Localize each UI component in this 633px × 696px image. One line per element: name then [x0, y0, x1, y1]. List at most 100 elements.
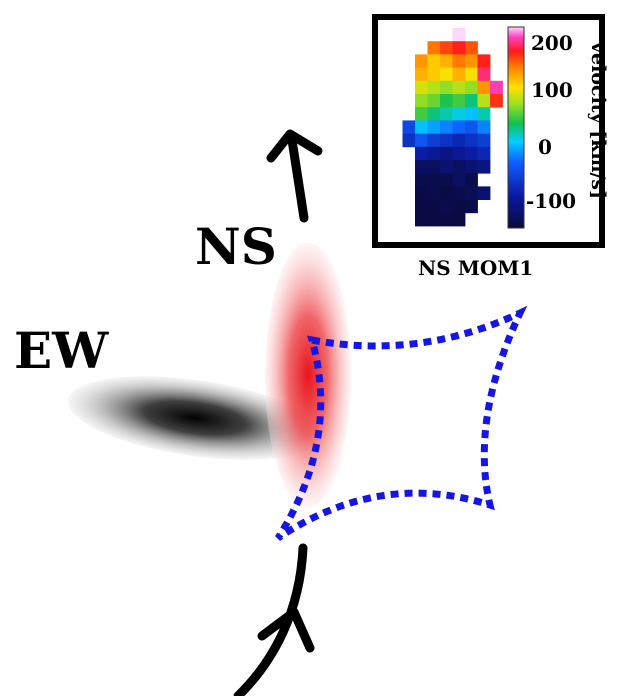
mom1-pixel	[427, 160, 441, 174]
colorbar	[507, 26, 525, 229]
mom1-pixel	[440, 41, 453, 55]
mom1-pixel	[402, 133, 416, 148]
mom1-pixel	[465, 94, 478, 108]
mom1-pixel	[427, 41, 441, 55]
mom1-pixel	[452, 80, 466, 95]
mom1-pixel	[427, 146, 441, 161]
mom1-pixel-map	[402, 28, 503, 227]
mom1-pixel	[465, 120, 478, 134]
mom1-pixel	[427, 94, 441, 108]
mom1-pixel	[427, 54, 441, 68]
mom1-pixel	[415, 120, 428, 134]
ns-label: NS	[195, 217, 277, 276]
mom1-pixel	[452, 28, 466, 42]
mom1-inset: 200 100 0 -100 velocity [km/s]	[372, 14, 609, 248]
mom1-pixel	[452, 120, 466, 134]
mom1-pixel	[465, 146, 478, 161]
mom1-pixel	[490, 94, 503, 108]
outgoing-orbit-arrow	[266, 129, 323, 223]
colorbar-title: velocity [km/s]	[587, 41, 609, 199]
mom1-pixel	[452, 107, 466, 121]
mom1-pixel	[440, 107, 453, 121]
mom1-pixel	[427, 120, 441, 134]
mom1-pixel	[477, 186, 491, 200]
mom1-pixel	[415, 80, 428, 95]
mom1-pixel	[440, 186, 453, 200]
mom1-pixel	[415, 107, 428, 121]
mom1-pixel	[452, 199, 466, 214]
mom1-pixel	[452, 94, 466, 108]
mom1-pixel	[452, 160, 466, 174]
colorbar-tick-labels: 200 100 0 -100	[526, 31, 576, 213]
mom1-pixel	[415, 54, 428, 68]
mom1-pixel	[440, 199, 453, 214]
mom1-pixel	[452, 54, 466, 68]
mom1-pixel	[477, 54, 491, 68]
colorbar-tick-200: 200	[531, 31, 573, 55]
mom1-pixel	[402, 120, 416, 134]
mom1-pixel	[452, 173, 466, 187]
mom1-pixel	[477, 133, 491, 148]
mom1-pixel	[465, 199, 478, 214]
mom1-pixel	[465, 41, 478, 55]
ew-cloud	[68, 376, 322, 460]
mom1-pixel	[477, 160, 491, 174]
mom1-pixel	[477, 94, 491, 108]
mom1-pixel	[440, 80, 453, 95]
dashed-square	[275, 305, 528, 541]
mom1-pixel	[465, 80, 478, 95]
mom1-pixel	[415, 212, 428, 227]
colorbar-tick-100: 100	[531, 78, 573, 102]
mom1-pixel	[427, 173, 441, 187]
mom1-pixel	[415, 94, 428, 108]
mom1-pixel	[440, 173, 453, 187]
mom1-pixel	[427, 212, 441, 227]
mom1-pixel	[415, 146, 428, 161]
mom1-pixel	[452, 133, 466, 148]
mom1-pixel	[415, 67, 428, 82]
ns-cloud	[265, 243, 351, 507]
outgoing-arrowhead-icon	[266, 129, 323, 163]
mom1-pixel	[427, 186, 441, 200]
mom1-pixel	[415, 173, 428, 187]
mom1-pixel	[415, 186, 428, 200]
ew-label: EW	[14, 321, 109, 380]
mom1-pixel	[477, 67, 491, 82]
mom1-pixel	[465, 67, 478, 82]
mom1-pixel	[465, 54, 478, 68]
mom1-pixel	[427, 133, 441, 148]
outgoing-orbit-path	[287, 135, 309, 223]
mom1-pixel	[440, 146, 453, 161]
mom1-pixel	[490, 80, 503, 95]
mom1-pixel	[465, 160, 478, 174]
mom1-pixel	[427, 199, 441, 214]
incoming-arrowhead-icon	[257, 607, 315, 653]
mom1-pixel	[415, 133, 428, 148]
mom1-pixel	[477, 120, 491, 134]
mom1-pixel	[452, 212, 466, 227]
mom1-pixel	[427, 67, 441, 82]
mom1-pixel	[477, 146, 491, 161]
mom1-pixel	[415, 199, 428, 214]
mom1-pixel	[465, 186, 478, 200]
mom1-pixel	[415, 160, 428, 174]
mom1-pixel	[477, 107, 491, 121]
mom1-pixel	[465, 173, 478, 187]
mom1-pixel	[440, 160, 453, 174]
mom1-pixel	[440, 120, 453, 134]
colorbar-tick-minus-100: -100	[526, 189, 576, 213]
mom1-pixel	[465, 133, 478, 148]
mom1-pixel	[427, 80, 441, 95]
mom1-pixel	[452, 41, 466, 55]
mom1-pixel	[452, 67, 466, 82]
mom1-pixel	[440, 67, 453, 82]
mom1-pixel	[427, 107, 441, 121]
mom1-pixel	[440, 94, 453, 108]
incoming-orbit-path	[233, 543, 308, 696]
mom1-pixel	[440, 133, 453, 148]
mom1-pixel	[452, 146, 466, 161]
mom1-pixel	[465, 107, 478, 121]
mom1-pixel	[452, 186, 466, 200]
mom1-pixel	[440, 54, 453, 68]
